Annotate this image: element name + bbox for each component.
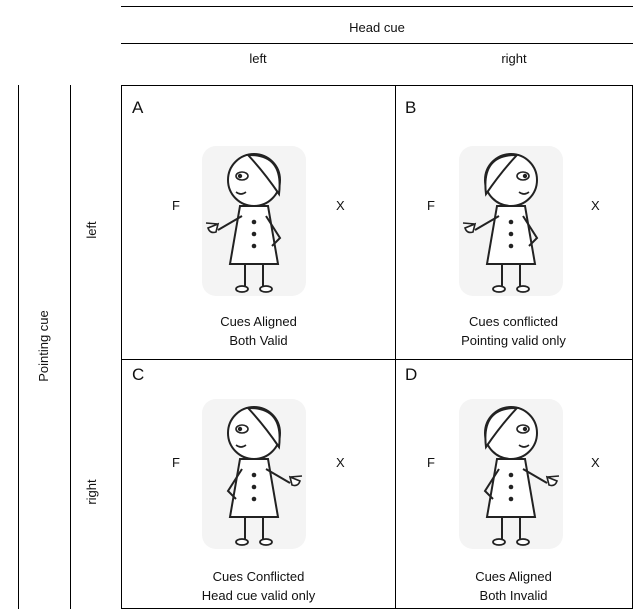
cell-letter: A — [132, 98, 144, 117]
cell-letter: C — [132, 365, 145, 384]
cell-c: C F X Cues Conflicted Head cue valid onl… — [122, 359, 395, 608]
cell-letter: D — [405, 365, 418, 384]
cell-caption-line1: Cues Aligned — [475, 569, 552, 584]
cell-b: B F X Cues conflicted Pointing valid onl… — [395, 86, 632, 359]
cartoon-person-icon — [202, 146, 306, 296]
cartoon-person-icon — [202, 399, 306, 549]
marker-x: X — [336, 198, 345, 213]
pointing-cue-label: Pointing cue — [36, 310, 51, 382]
cell-letter: B — [405, 98, 417, 117]
cell-caption-line1: Cues conflicted — [469, 314, 558, 329]
marker-f: F — [427, 455, 435, 470]
cell-caption-line2: Both Valid — [229, 333, 288, 348]
row-header-left: left — [84, 221, 99, 239]
cartoon-person-icon — [459, 399, 563, 549]
marker-x: X — [336, 455, 345, 470]
marker-f: F — [172, 198, 180, 213]
cell-caption-line2: Pointing valid only — [461, 333, 566, 348]
cartoon-person-icon — [459, 146, 563, 296]
column-header-left: left — [249, 51, 267, 66]
marker-f: F — [427, 198, 435, 213]
cell-caption-line2: Head cue valid only — [201, 588, 316, 603]
marker-x: X — [591, 455, 600, 470]
marker-f: F — [172, 455, 180, 470]
cell-a: A F X Cues Aligned Both Valid — [122, 86, 395, 359]
cell-caption-line1: Cues Aligned — [220, 314, 297, 329]
cell-caption-line1: Cues Conflicted — [212, 569, 305, 584]
header-rule — [121, 43, 633, 44]
grid-vertical-divider — [395, 86, 396, 608]
cue-grid: A F X Cues Aligned Both Valid B F X Cues… — [121, 85, 633, 609]
cell-d: D F X Cues Aligned Both Invalid — [395, 359, 632, 608]
head-cue-label: Head cue — [349, 20, 405, 35]
top-rule — [121, 6, 633, 7]
grid-horizontal-divider — [122, 359, 632, 360]
side-rule-inner — [70, 85, 71, 609]
row-header-right: right — [84, 479, 99, 505]
side-rule-outer — [18, 85, 19, 609]
marker-x: X — [591, 198, 600, 213]
cell-caption-line2: Both Invalid — [479, 588, 548, 603]
column-header-right: right — [501, 51, 527, 66]
